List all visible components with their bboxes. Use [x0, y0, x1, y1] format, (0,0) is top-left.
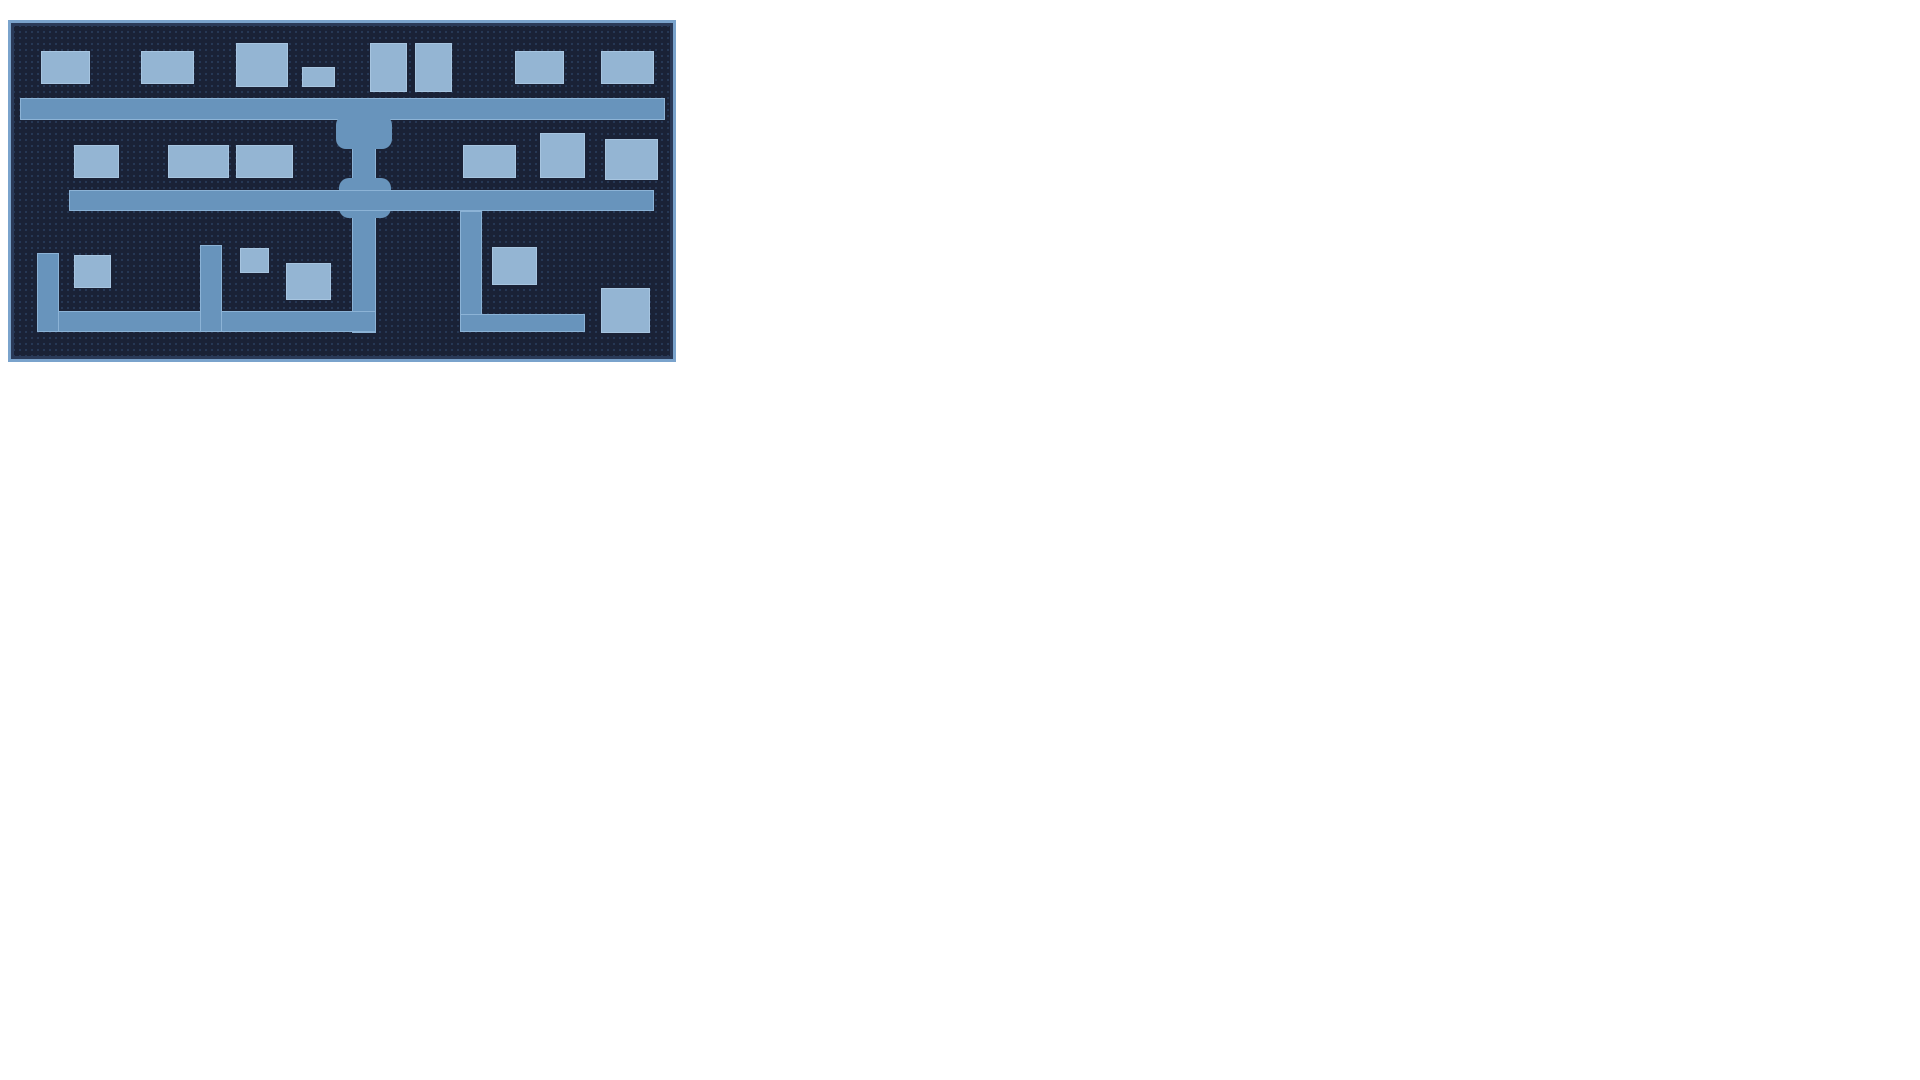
middle-corridor: [69, 190, 654, 211]
central-junction: [336, 115, 392, 149]
lower-right-corridor: [460, 314, 585, 332]
room: [240, 248, 269, 273]
room: [168, 145, 229, 178]
lower-left-branch-corridor: [200, 245, 222, 332]
room: [415, 43, 452, 92]
room: [605, 139, 658, 180]
room: [601, 288, 650, 333]
room: [74, 145, 119, 178]
dungeon-minimap: [8, 20, 676, 362]
central-vertical-corridor: [352, 120, 376, 333]
room: [236, 145, 293, 178]
room: [141, 51, 194, 84]
room: [41, 51, 90, 84]
room: [515, 51, 564, 84]
room: [370, 43, 407, 92]
room: [286, 263, 331, 300]
room: [74, 255, 111, 288]
room: [463, 145, 516, 178]
room: [492, 247, 537, 285]
far-left-vertical-corridor: [37, 253, 59, 332]
room: [601, 51, 654, 84]
room: [540, 133, 585, 178]
room: [236, 43, 288, 87]
room: [302, 67, 335, 87]
